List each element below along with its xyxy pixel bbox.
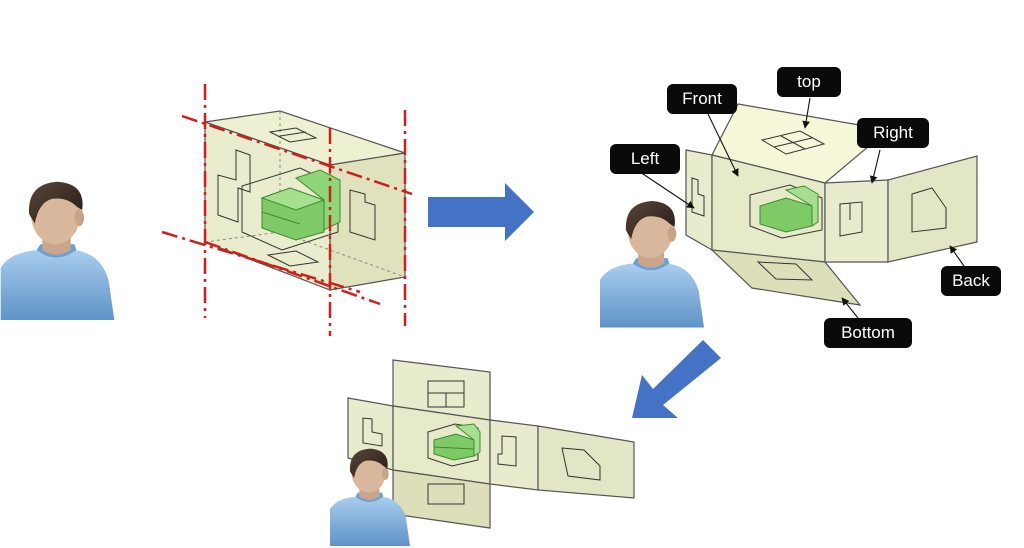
- glass-box-projection: [161, 84, 413, 336]
- callout-arrows: [639, 97, 965, 319]
- label-front: Front: [667, 84, 737, 114]
- viewer-person-icon: [0, 181, 115, 320]
- unfolding-box: [685, 103, 978, 306]
- label-left: Left: [610, 144, 680, 174]
- label-back: Back: [941, 266, 1001, 296]
- label-right: Right: [857, 118, 929, 148]
- label-bottom: Bottom: [824, 318, 912, 348]
- blue-arrow-icon: [632, 340, 721, 418]
- flattened-net: [347, 359, 635, 529]
- label-top: top: [777, 67, 841, 97]
- blue-arrow-icon: [428, 183, 534, 241]
